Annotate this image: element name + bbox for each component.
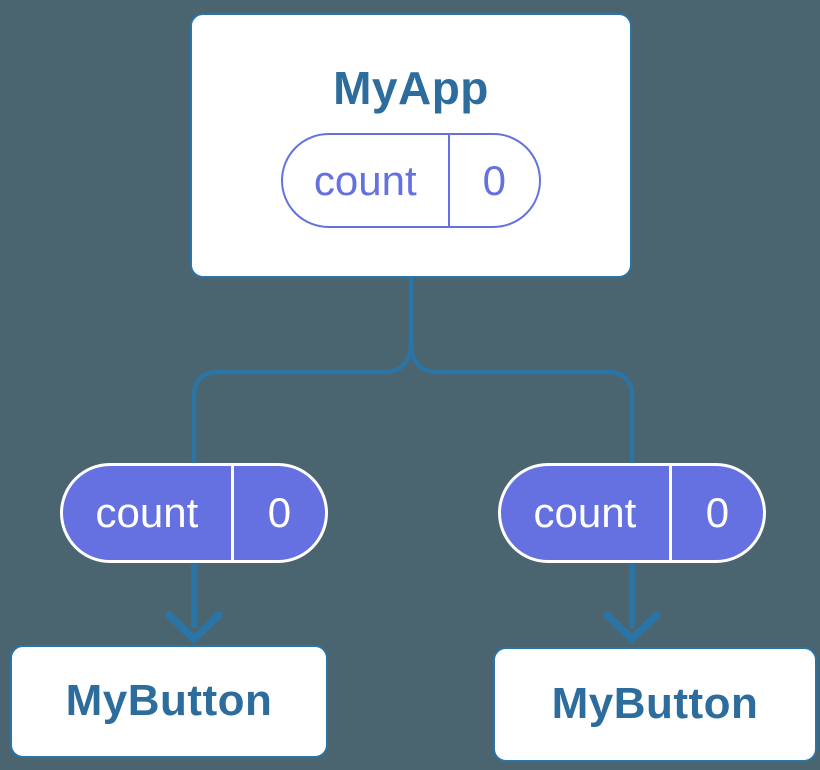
state-pill-root-value: 0 [447,135,539,227]
state-pill-root: count 0 [281,133,541,229]
node-myapp: MyApp count 0 [190,13,632,278]
node-myapp-label: MyApp [333,62,489,114]
node-mybutton-left-label: MyButton [65,676,273,726]
node-mybutton-right-label: MyButton [551,679,759,729]
prop-pill-left-key: count [95,489,199,536]
branch-left-line [191,343,414,464]
prop-pill-left: count 0 [60,463,328,563]
node-mybutton-right: MyButton [493,647,817,762]
prop-pill-right: count 0 [498,463,766,563]
state-pill-root-key: count [313,156,417,204]
branch-right-line [408,343,635,464]
arrow-left-head-icon [165,611,223,645]
arrow-right-head-icon [603,611,661,645]
prop-pill-right-value: 0 [668,466,763,560]
prop-pill-left-value: 0 [230,466,325,560]
prop-pill-right-key: count [533,489,637,536]
node-mybutton-left: MyButton [10,645,328,758]
